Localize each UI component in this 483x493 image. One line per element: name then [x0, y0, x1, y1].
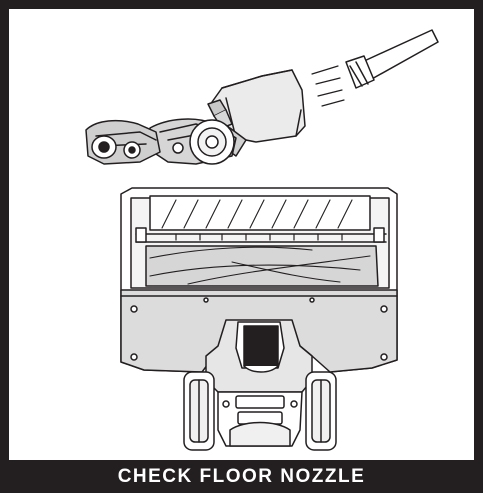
caption-text: CHECK FLOOR NOZZLE [117, 465, 366, 487]
crevice-tool-icon [345, 29, 439, 89]
caption-bar: CHECK FLOOR NOZZLE [0, 460, 483, 493]
air-flow-icon [311, 65, 345, 107]
vacuum-side-view-icon [85, 69, 306, 165]
floor-nozzle-bottom-icon [120, 187, 398, 451]
instruction-illustration [85, 29, 439, 451]
